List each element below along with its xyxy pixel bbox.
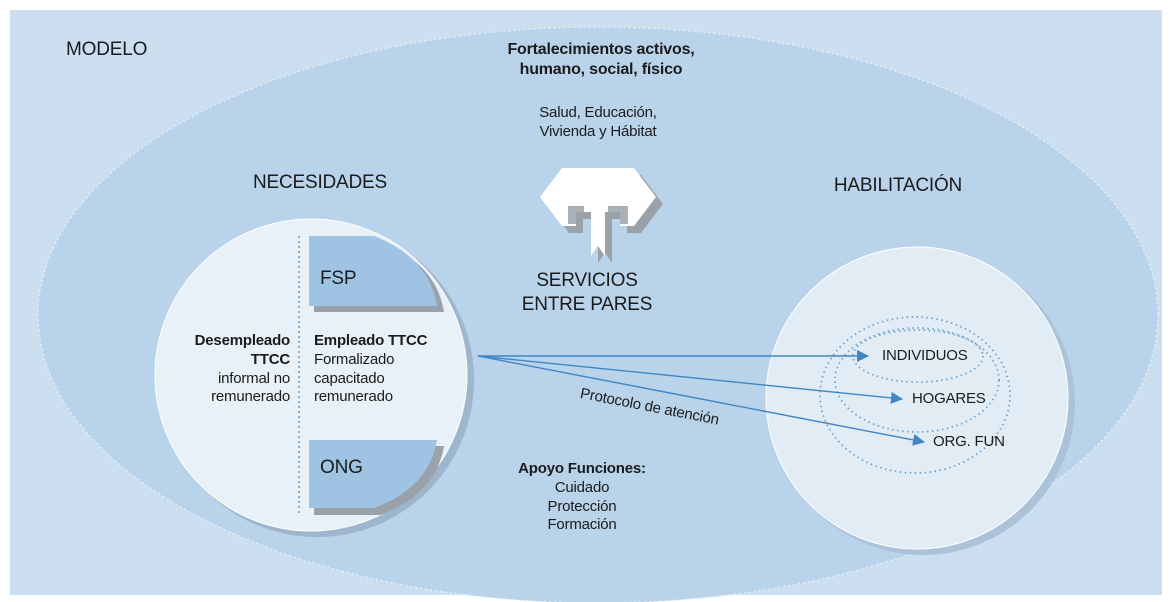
unemployed-block: Desempleado TTCC informal no remunerado (194, 332, 291, 407)
unemployed-line1: Desempleado (194, 332, 291, 349)
employed-line1: Empleado TTCC (314, 332, 428, 349)
right-circle (765, 246, 1069, 550)
enablement-title: HABILITACIÓN (833, 175, 963, 196)
peer-services-line2: ENTRE PARES (521, 293, 653, 315)
top-heading-line2: humano, social, físico (519, 61, 683, 78)
target-org-fun: ORG. FUN (933, 433, 1005, 450)
peer-services-line1: SERVICIOS (536, 270, 638, 291)
peer-services-label: SERVICIOS ENTRE PARES (521, 269, 653, 317)
support-item-proteccion: Protección (547, 497, 617, 515)
fsp-label: FSP (320, 268, 357, 289)
employed-line3: capacitado (314, 369, 385, 387)
model-label: MODELO (66, 39, 148, 60)
support-item-formacion: Formación (547, 516, 617, 534)
top-heading-line1: Fortalecimientos activos, (507, 41, 695, 58)
top-heading: Fortalecimientos activos, humano, social… (507, 40, 694, 80)
fsp-quadrant (309, 236, 437, 306)
ring-org-fun (819, 316, 1011, 474)
ong-label: ONG (320, 457, 363, 478)
employed-block: Empleado TTCC Formalizado capacitado rem… (314, 332, 427, 407)
ong-quadrant (309, 440, 437, 508)
target-individuos: INDIVIDUOS (882, 347, 968, 364)
support-title: Apoyo Funciones: (518, 460, 646, 477)
unemployed-line3: informal no (217, 369, 290, 387)
arrow-to-org-fun (477, 355, 925, 446)
top-sub-line1: Salud, Educación, (539, 104, 657, 121)
support-item-cuidado: Cuidado (554, 478, 610, 496)
ring-hogares (834, 327, 1000, 433)
top-sub-line2: Vivienda y Hábitat (539, 122, 657, 140)
ring-individuos (852, 329, 984, 383)
unemployed-line4: remunerado (211, 388, 290, 406)
arrow-to-hogares (477, 355, 903, 404)
unemployed-line2: TTCC (250, 350, 290, 368)
employed-line4: remunerado (314, 388, 393, 406)
target-hogares: HOGARES (912, 390, 986, 407)
top-subheading: Salud, Educación, Vivienda y Hábitat (539, 104, 657, 142)
employed-line2: Formalizado (314, 350, 395, 368)
double-headed-arrow-icon (540, 168, 663, 263)
needs-title: NECESIDADES (252, 172, 388, 193)
support-block: Apoyo Funciones: Cuidado Protección Form… (518, 460, 646, 535)
